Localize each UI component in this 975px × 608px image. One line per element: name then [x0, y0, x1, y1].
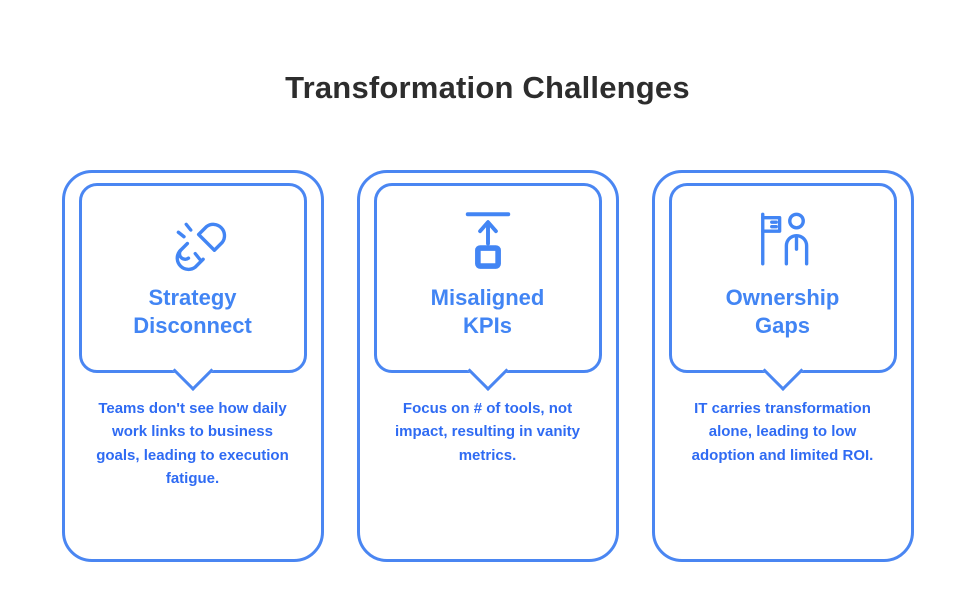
- card-bubble: Misaligned KPIs: [373, 183, 602, 392]
- challenge-card-strategy-disconnect: Strategy Disconnect Teams don't see how …: [61, 170, 324, 562]
- bubble-notch: [761, 349, 804, 392]
- card-heading: Strategy Disconnect: [133, 285, 252, 338]
- align-top-arrow-icon: [377, 200, 599, 278]
- card-body-text: Teams don't see how daily work links to …: [96, 400, 289, 487]
- broken-link-icon: [82, 200, 304, 278]
- card-heading: Ownership Gaps: [725, 285, 840, 338]
- challenge-card-misaligned-kpis: Misaligned KPIs Focus on # of tools, not…: [356, 170, 619, 562]
- cards-row: Strategy Disconnect Teams don't see how …: [0, 170, 975, 562]
- page-title: Transformation Challenges: [285, 70, 690, 105]
- bubble-notch: [171, 349, 214, 392]
- card-body-text: Focus on # of tools, not impact, resulti…: [394, 400, 581, 464]
- challenge-card-ownership-gaps: Ownership Gaps IT carries transformation…: [651, 170, 914, 562]
- bubble-notch: [466, 349, 509, 392]
- card-heading: Misaligned KPIs: [430, 285, 545, 338]
- card-bubble: Ownership Gaps: [668, 183, 897, 392]
- flag-person-icon: [672, 200, 894, 278]
- card-bubble: Strategy Disconnect: [78, 183, 307, 392]
- card-body-text: IT carries transformation alone, leading…: [691, 400, 874, 464]
